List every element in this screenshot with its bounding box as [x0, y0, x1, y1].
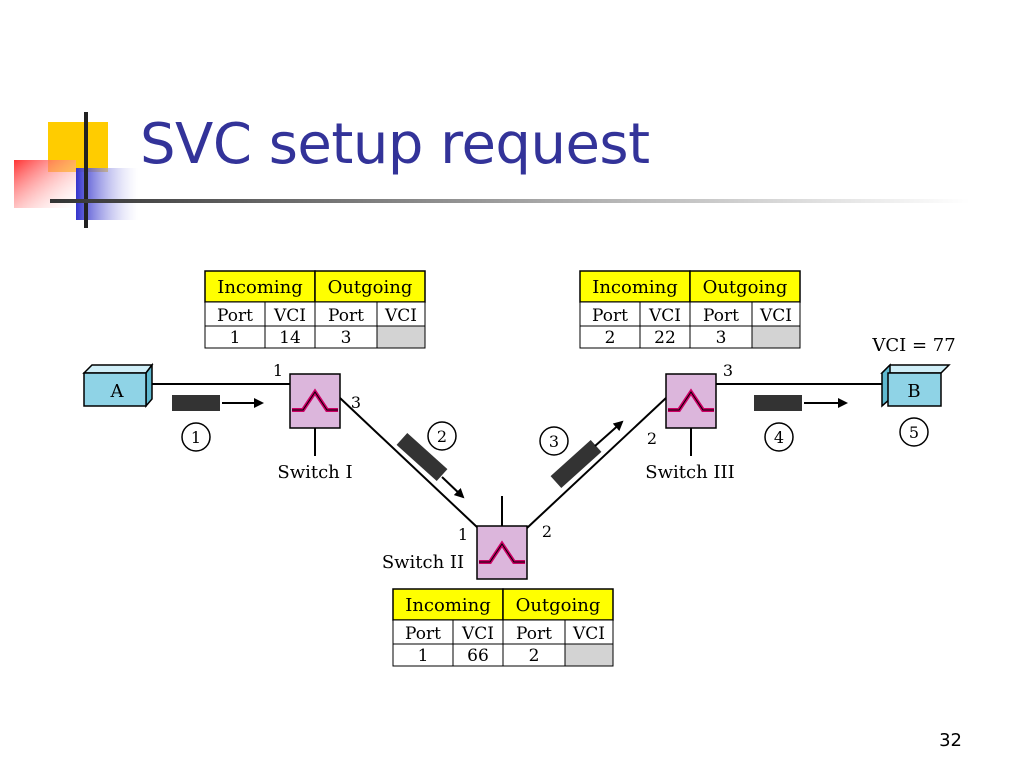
- ornament-vertical-bar: [84, 112, 88, 228]
- table-subheader: VCI: [759, 306, 792, 326]
- table-header-outgoing: Outgoing: [328, 277, 413, 298]
- switch-1: [289, 373, 341, 456]
- step-1-marker: 1: [181, 422, 211, 452]
- switch-3-table: Incoming Outgoing Port VCI Port VCI 2 22…: [579, 270, 801, 349]
- host-a-label: A: [110, 381, 125, 402]
- step-2-marker: 2: [427, 421, 457, 451]
- table-subheader: VCI: [648, 306, 681, 326]
- switch-1-port-in: 1: [273, 361, 283, 380]
- step-3-marker: 3: [539, 426, 569, 456]
- host-b-vci-label: VCI = 77: [871, 335, 955, 356]
- switch-2-port-out: 2: [542, 522, 552, 541]
- table-subheader: VCI: [461, 624, 494, 644]
- page-number: 32: [939, 730, 962, 751]
- switch-2-port-in: 1: [458, 525, 468, 544]
- svg-text:3: 3: [549, 432, 559, 451]
- packet-step-1: [172, 395, 264, 411]
- host-a: A: [82, 362, 154, 409]
- packet-step-3: [550, 420, 624, 489]
- table-header-incoming: Incoming: [405, 595, 491, 616]
- table-cell: 14: [279, 328, 301, 348]
- table-subheader: VCI: [384, 306, 417, 326]
- switch-1-port-out: 3: [351, 393, 361, 412]
- switch-1-table: Incoming Outgoing Port VCI Port VCI 1 14…: [204, 270, 426, 349]
- link-switch2-switch3: [526, 397, 667, 529]
- table-subheader: VCI: [273, 306, 306, 326]
- packet-step-4: [754, 395, 848, 411]
- table-subheader: Port: [405, 624, 441, 644]
- switch-2-table: Incoming Outgoing Port VCI Port VCI 1 66…: [392, 588, 614, 667]
- switch-3-port-out: 3: [723, 361, 733, 380]
- table-subheader: Port: [703, 306, 739, 326]
- title-rule: [50, 199, 970, 203]
- table-cell: 66: [467, 646, 489, 666]
- svg-text:4: 4: [774, 428, 784, 447]
- table-subheader: VCI: [572, 624, 605, 644]
- table-subheader: Port: [592, 306, 628, 326]
- switch-3-port-in: 2: [647, 429, 657, 448]
- table-subheader: Port: [516, 624, 552, 644]
- switch-2: [476, 496, 528, 580]
- table-cell: 3: [716, 328, 727, 348]
- table-cell: 3: [341, 328, 352, 348]
- step-5-marker: 5: [899, 417, 929, 447]
- table-cell: 2: [605, 328, 616, 348]
- packet-step-2: [396, 432, 465, 499]
- table-header-incoming: Incoming: [592, 277, 678, 298]
- step-4-marker: 4: [764, 422, 794, 452]
- switch-3: [665, 373, 717, 456]
- switch-3-label: Switch III: [645, 462, 734, 483]
- table-subheader: Port: [217, 306, 253, 326]
- link-switch1-switch2: [339, 397, 479, 529]
- switch-1-label: Switch I: [277, 462, 352, 483]
- svg-text:1: 1: [191, 428, 201, 447]
- slide-title: SVC setup request: [140, 112, 650, 177]
- table-cell: 1: [230, 328, 241, 348]
- svg-text:2: 2: [437, 427, 447, 446]
- host-b-label: B: [907, 381, 920, 402]
- table-cell: 22: [654, 328, 676, 348]
- svg-text:5: 5: [909, 423, 919, 442]
- switch-2-label: Switch II: [382, 552, 464, 573]
- table-cell: 2: [529, 646, 540, 666]
- table-subheader: Port: [328, 306, 364, 326]
- table-header-outgoing: Outgoing: [516, 595, 601, 616]
- table-header-outgoing: Outgoing: [703, 277, 788, 298]
- table-cell: 1: [418, 646, 429, 666]
- table-header-incoming: Incoming: [217, 277, 303, 298]
- host-b: B: [880, 363, 951, 408]
